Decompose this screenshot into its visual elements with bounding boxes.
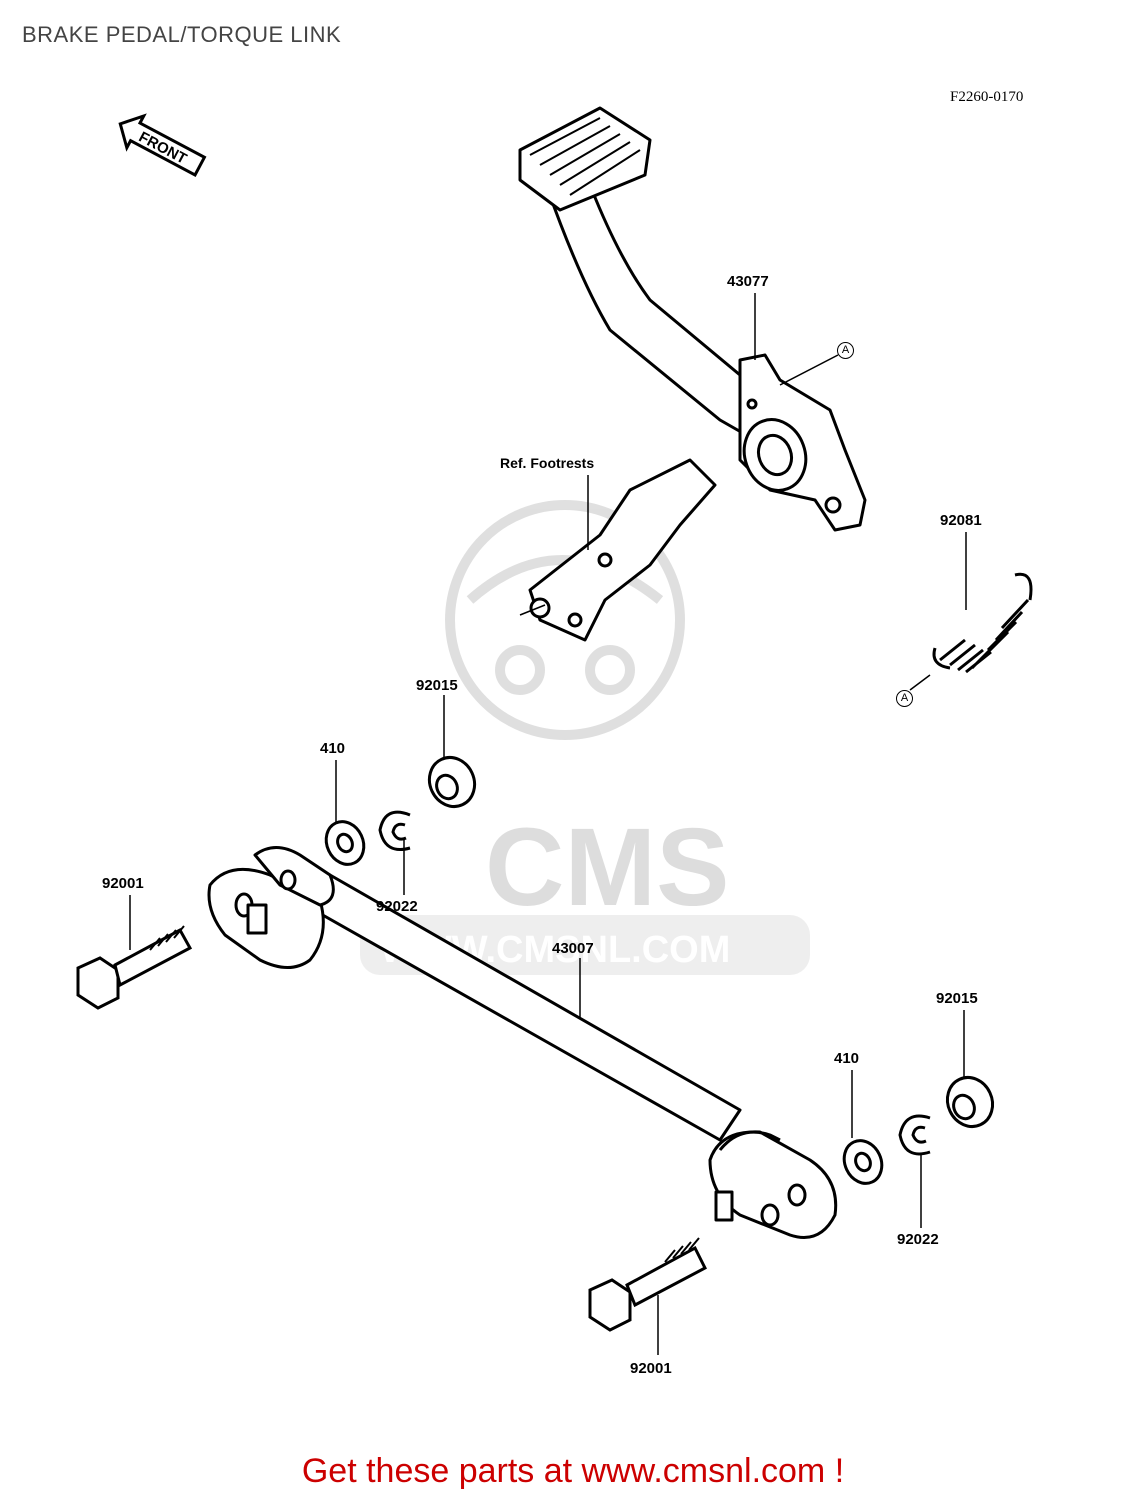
callout-ref-footrests: Ref. Footrests	[500, 455, 595, 471]
torque-link-43007	[207, 846, 838, 1239]
drawing-code: F2260-0170	[950, 89, 1024, 105]
callout-92001-upper: 92001	[102, 875, 144, 892]
front-arrow: FRONT	[118, 113, 207, 177]
lower-hardware	[842, 1076, 995, 1185]
callout-92015-lower: 92015	[936, 990, 978, 1007]
get-parts-link[interactable]: Get these parts at www.cmsnl.com !	[301, 1452, 845, 1490]
callout-43077: 43077	[727, 273, 769, 290]
spring-92081	[932, 572, 1033, 674]
callout-92081: 92081	[940, 512, 982, 529]
footrest-bracket	[519, 458, 717, 642]
upper-hardware	[324, 756, 477, 866]
callout-92015-upper: 92015	[416, 677, 458, 694]
callout-92022-lower: 92022	[897, 1231, 939, 1248]
lower-bolt-92001	[588, 1237, 707, 1332]
ref-mark-a-upper: A	[837, 342, 854, 359]
cms-watermark	[445, 500, 685, 740]
cms-watermark-text: CMS WWW.CMSNL.COM	[360, 806, 810, 975]
svg-text:CMS: CMS	[485, 806, 729, 929]
leader-lines	[129, 293, 967, 1355]
upper-bolt-92001	[76, 925, 193, 1010]
callout-43007: 43007	[552, 940, 594, 957]
callout-410-lower: 410	[834, 1050, 860, 1067]
callout-410-upper: 410	[320, 740, 346, 757]
ref-mark-a-lower: A	[896, 690, 913, 707]
page-title: BRAKE PEDAL/TORQUE LINK	[22, 22, 342, 47]
callout-92022-upper: 92022	[376, 898, 418, 915]
brake-pedal-43077	[518, 106, 867, 532]
callout-92001-lower: 92001	[630, 1360, 672, 1377]
